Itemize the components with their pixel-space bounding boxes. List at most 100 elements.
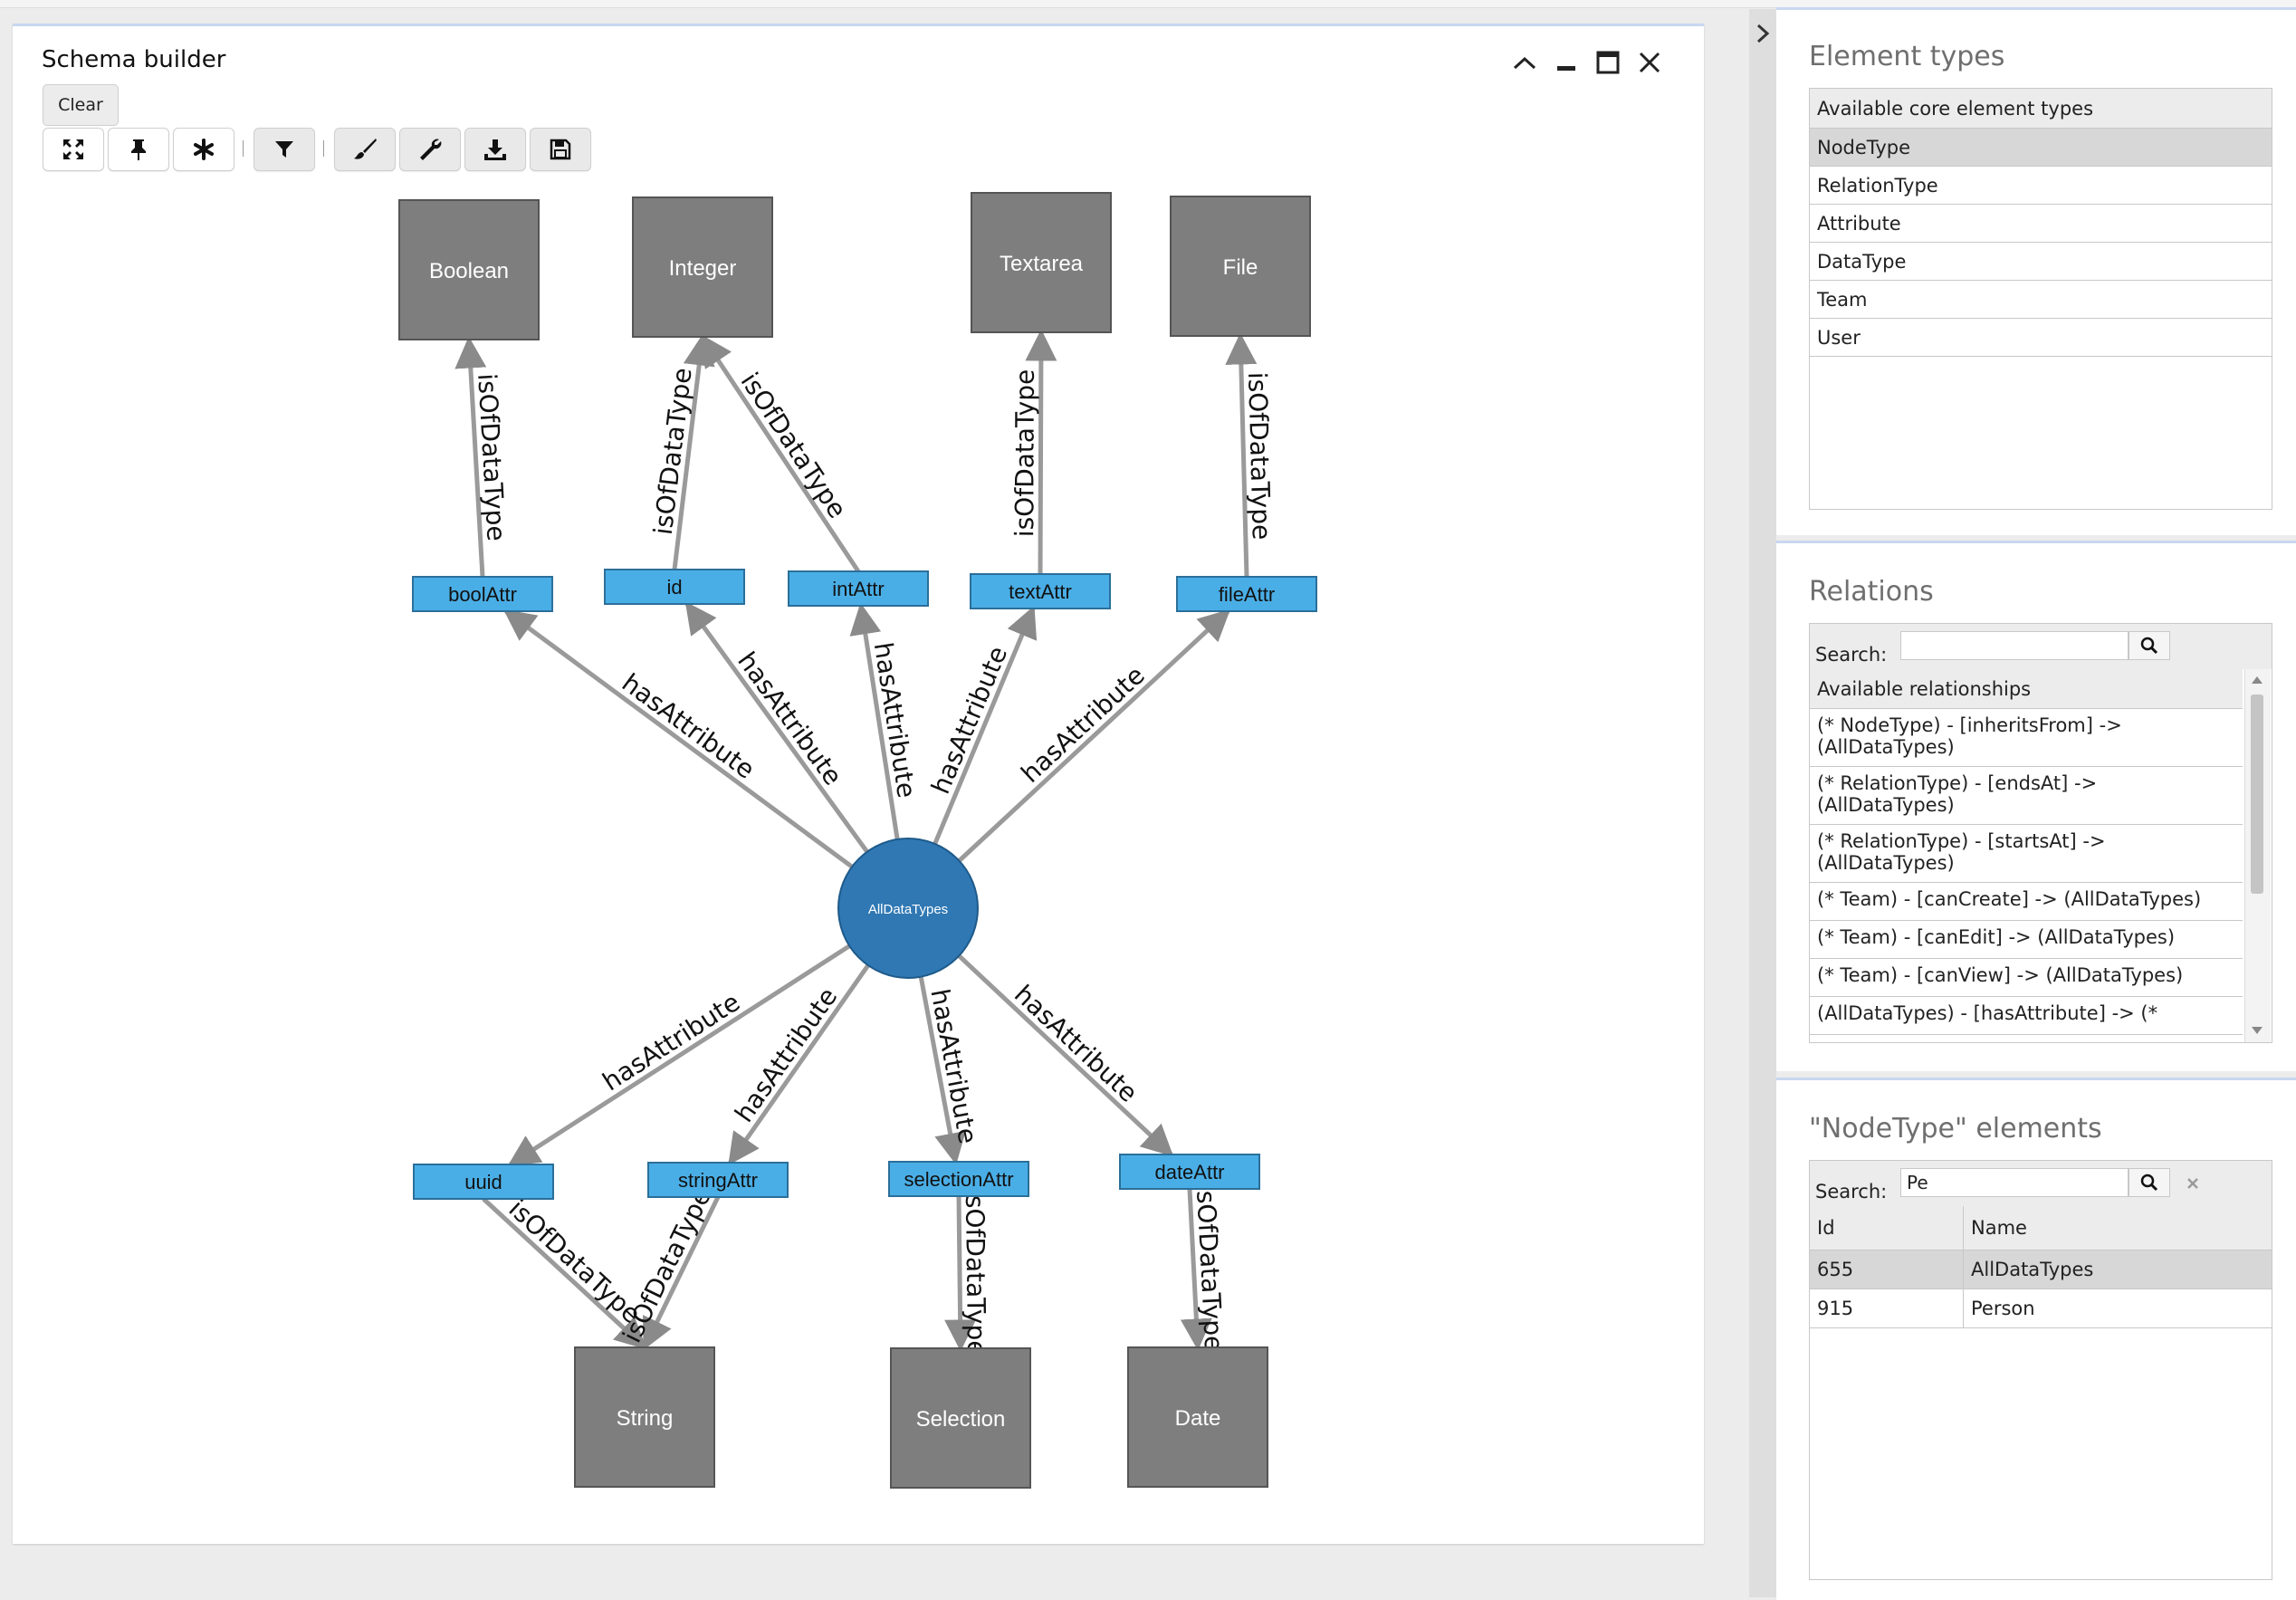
relations-search-input[interactable] bbox=[1900, 631, 2129, 660]
filter-button[interactable] bbox=[254, 128, 315, 171]
attribute-node[interactable]: stringAttr bbox=[647, 1162, 789, 1198]
window-title: Schema builder bbox=[42, 46, 226, 73]
element-type-item[interactable]: RelationType bbox=[1810, 167, 2272, 205]
attribute-node[interactable]: uuid bbox=[413, 1164, 554, 1200]
table-row[interactable]: 655 AllDataTypes bbox=[1810, 1250, 2272, 1289]
has-attribute-edge[interactable] bbox=[684, 601, 869, 854]
toolbar-divider bbox=[323, 140, 324, 157]
is-of-datatype-label: isOfDataType bbox=[1242, 371, 1277, 540]
pin-button[interactable] bbox=[108, 128, 169, 171]
has-attribute-edge[interactable] bbox=[849, 602, 900, 840]
brush-button[interactable] bbox=[334, 128, 396, 171]
has-attribute-edge[interactable] bbox=[933, 605, 1038, 845]
download-button[interactable] bbox=[464, 128, 526, 171]
is-of-datatype-edge[interactable] bbox=[642, 1195, 721, 1351]
clear-search-icon[interactable] bbox=[2186, 1177, 2199, 1190]
has-attribute-edge[interactable] bbox=[918, 976, 966, 1165]
search-icon bbox=[2140, 1174, 2158, 1192]
relation-item[interactable]: (* NodeType) - [inheritsFrom] -> (AllDat… bbox=[1810, 709, 2243, 767]
datatype-node[interactable]: Selection bbox=[890, 1347, 1031, 1489]
is-of-datatype-edge[interactable] bbox=[672, 333, 715, 570]
attribute-label: uuid bbox=[464, 1171, 502, 1193]
minimize-icon[interactable] bbox=[1548, 44, 1584, 81]
asterisk-button[interactable] bbox=[173, 128, 234, 171]
attribute-node[interactable]: intAttr bbox=[788, 570, 929, 607]
relation-item[interactable]: (* Team) - [canEdit] -> (AllDataTypes) bbox=[1810, 921, 2243, 959]
is-of-datatype-edge[interactable] bbox=[700, 334, 861, 573]
column-header-name[interactable]: Name bbox=[1971, 1217, 2027, 1239]
panel-splitter[interactable] bbox=[1749, 9, 1776, 1597]
is-of-datatype-label: isOfDataType bbox=[960, 1188, 991, 1356]
relation-item[interactable]: (* Team) - [canView] -> (AllDataTypes) bbox=[1810, 959, 2243, 997]
datatype-label: String bbox=[617, 1406, 674, 1431]
relation-item[interactable]: (* Team) - [canCreate] -> (AllDataTypes) bbox=[1810, 883, 2243, 921]
datatype-label: Integer bbox=[669, 256, 737, 281]
relations-scrollbar[interactable] bbox=[2244, 669, 2271, 1042]
datatype-label: File bbox=[1223, 255, 1258, 280]
element-types-title: Element types bbox=[1809, 41, 2005, 72]
filter-icon bbox=[275, 141, 293, 158]
datatype-node[interactable]: String bbox=[574, 1346, 715, 1488]
element-type-item[interactable]: NodeType bbox=[1810, 129, 2272, 167]
element-type-item[interactable]: Attribute bbox=[1810, 205, 2272, 243]
attribute-label: intAttr bbox=[832, 578, 884, 600]
attribute-node[interactable]: selectionAttr bbox=[888, 1161, 1029, 1197]
relation-item[interactable]: (AllDataTypes) - [hasAttribute] -> (* bbox=[1810, 997, 2243, 1035]
attribute-node[interactable]: boolAttr bbox=[412, 576, 553, 612]
node-elements-search-button[interactable] bbox=[2129, 1168, 2170, 1197]
attribute-node[interactable]: textAttr bbox=[970, 573, 1111, 609]
cell-id: 655 bbox=[1810, 1250, 1964, 1289]
attribute-node[interactable]: dateAttr bbox=[1119, 1154, 1260, 1190]
has-attribute-edge[interactable] bbox=[728, 963, 870, 1165]
is-of-datatype-edge[interactable] bbox=[1180, 1188, 1212, 1351]
has-attribute-edge[interactable] bbox=[957, 953, 1174, 1157]
is-of-datatype-edge[interactable] bbox=[482, 1197, 647, 1350]
close-icon[interactable] bbox=[1631, 44, 1668, 81]
has-attribute-edge[interactable] bbox=[502, 608, 854, 869]
has-attribute-edge[interactable] bbox=[957, 608, 1231, 863]
is-of-datatype-edge[interactable] bbox=[1025, 329, 1057, 575]
expand-button[interactable] bbox=[43, 128, 104, 171]
pin-icon bbox=[131, 139, 146, 160]
is-of-datatype-edge[interactable] bbox=[944, 1195, 977, 1352]
attribute-node[interactable]: id bbox=[604, 569, 745, 605]
element-types-header: Available core element types bbox=[1810, 89, 2272, 129]
clear-button[interactable]: Clear bbox=[43, 84, 119, 126]
scroll-up-icon[interactable] bbox=[2252, 676, 2263, 684]
is-of-datatype-edge[interactable] bbox=[1225, 332, 1258, 578]
scrollbar-thumb[interactable] bbox=[2251, 695, 2263, 894]
attribute-label: fileAttr bbox=[1219, 583, 1275, 606]
element-type-item[interactable]: DataType bbox=[1810, 243, 2272, 281]
expand-icon bbox=[63, 139, 83, 159]
table-row[interactable]: 915 Person bbox=[1810, 1289, 2272, 1328]
maximize-icon[interactable] bbox=[1590, 44, 1626, 81]
element-type-item[interactable]: User bbox=[1810, 319, 2272, 357]
datatype-node[interactable]: Integer bbox=[632, 196, 773, 338]
collapse-icon[interactable] bbox=[1507, 44, 1543, 81]
has-attribute-edge[interactable] bbox=[507, 944, 851, 1167]
relation-item[interactable]: (* RelationType) - [startsAt] -> (AllDat… bbox=[1810, 825, 2243, 883]
wrench-button[interactable] bbox=[399, 128, 461, 171]
cell-id: 915 bbox=[1810, 1289, 1964, 1327]
datatype-node[interactable]: Textarea bbox=[971, 192, 1112, 333]
has-attribute-label: hasAttribute bbox=[729, 982, 843, 1128]
scroll-down-icon[interactable] bbox=[2252, 1027, 2263, 1034]
datatype-node[interactable]: File bbox=[1170, 196, 1311, 337]
relation-item[interactable]: (* RelationType) - [endsAt] -> (AllDataT… bbox=[1810, 767, 2243, 825]
attribute-node[interactable]: fileAttr bbox=[1176, 576, 1317, 612]
relations-search-button[interactable] bbox=[2129, 631, 2170, 660]
save-button[interactable] bbox=[530, 128, 591, 171]
datatype-node[interactable]: Boolean bbox=[398, 199, 540, 340]
center-node[interactable]: AllDataTypes bbox=[837, 838, 979, 979]
attribute-label: stringAttr bbox=[678, 1169, 758, 1192]
element-type-item[interactable]: Team bbox=[1810, 281, 2272, 319]
datatype-node[interactable]: Date bbox=[1127, 1346, 1268, 1488]
is-of-datatype-edge[interactable] bbox=[454, 336, 487, 578]
node-elements-search-input[interactable]: Pe bbox=[1900, 1168, 2129, 1197]
search-label: Search: bbox=[1815, 644, 1888, 666]
attribute-label: dateAttr bbox=[1154, 1161, 1224, 1183]
chevron-right-icon[interactable] bbox=[1755, 22, 1771, 45]
attribute-label: textAttr bbox=[1009, 580, 1072, 603]
column-header-id[interactable]: Id bbox=[1810, 1206, 1964, 1250]
